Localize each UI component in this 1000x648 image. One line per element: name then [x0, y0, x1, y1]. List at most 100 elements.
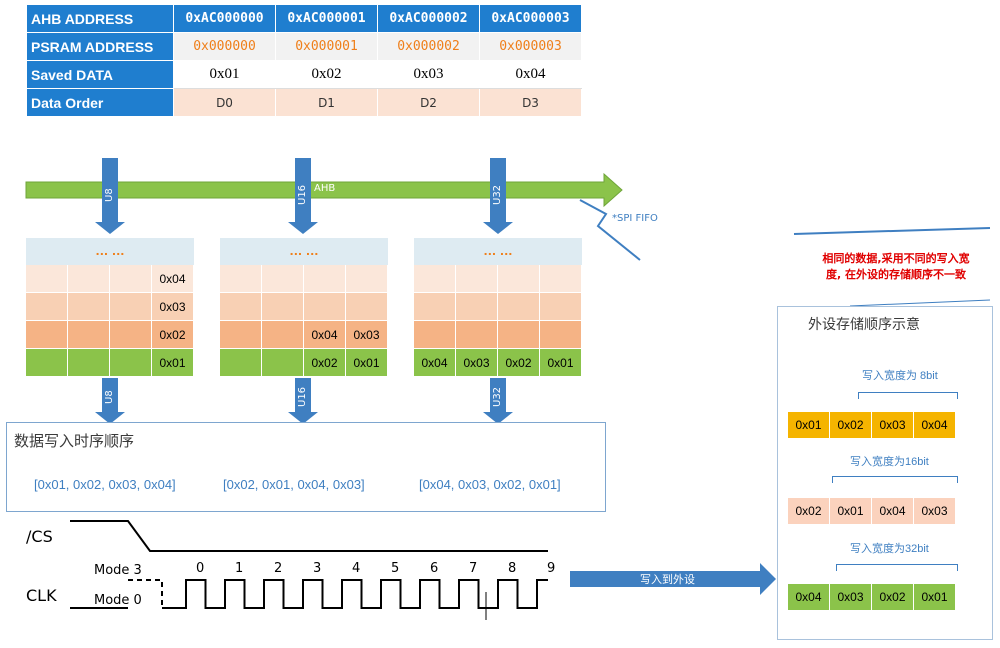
- storage-cell: 0x03: [914, 498, 956, 524]
- table-cell: 0xAC000001: [275, 4, 378, 33]
- cs-label: /CS: [26, 527, 53, 546]
- table-row-order: Data Order D0 D1 D2 D3: [26, 88, 582, 117]
- fifo-cell: [540, 265, 582, 293]
- fifo-cell: [26, 349, 68, 377]
- table-cell: 0x04: [479, 60, 582, 89]
- fifo-cell: [68, 293, 110, 321]
- fifo-cell: [498, 321, 540, 349]
- note-line1: 相同的数据,采用不同的写入宽: [822, 252, 970, 265]
- table-cell: D1: [275, 88, 378, 117]
- note-decoration: [793, 227, 991, 307]
- table-cell: 0x000000: [173, 32, 276, 61]
- bracket: [858, 392, 958, 399]
- fifo-cell: 0x04: [152, 265, 194, 293]
- width-16bit-label: 写入宽度为16bit: [850, 456, 929, 468]
- fifo-row: 0x03: [26, 293, 194, 321]
- storage-cell: 0x03: [830, 584, 872, 610]
- fifo-cell: [414, 265, 456, 293]
- bracket: [836, 564, 958, 571]
- fifo-row: [414, 265, 582, 293]
- fifo-cell: [262, 293, 304, 321]
- table-cell: D0: [173, 88, 276, 117]
- fifo-cell: [110, 349, 152, 377]
- fifo-cell: [262, 321, 304, 349]
- clock-tick-label: 7: [469, 561, 478, 576]
- fifo-cell: [414, 293, 456, 321]
- u8-label: U8: [104, 188, 115, 202]
- u32-label: U32: [492, 386, 503, 408]
- ahb-label: AHB: [314, 183, 336, 194]
- fifo-cell: [346, 293, 388, 321]
- fifo-cell: [26, 293, 68, 321]
- storage-cell: 0x02: [830, 412, 872, 438]
- fifo-row: [220, 293, 388, 321]
- clock-tick-label: 1: [235, 561, 244, 576]
- row-label: AHB ADDRESS: [26, 4, 174, 33]
- row-label: Data Order: [26, 88, 174, 117]
- table-cell: 0x000001: [275, 32, 378, 61]
- row-label: PSRAM ADDRESS: [26, 32, 174, 61]
- clock-tick-label: 2: [274, 561, 283, 576]
- fifo-cell: [220, 349, 262, 377]
- fifo-cell: 0x02: [304, 349, 346, 377]
- fifo-ellipsis: ... ...: [220, 238, 388, 265]
- fifo-cell: [262, 265, 304, 293]
- u32-label: U32: [492, 184, 503, 206]
- storage-cell: 0x01: [914, 584, 956, 610]
- table-cell: 0xAC000000: [173, 4, 276, 33]
- table-cell: 0x01: [173, 60, 276, 89]
- fifo-cell: [540, 293, 582, 321]
- fifo-cell: [456, 293, 498, 321]
- fifo-cell: [498, 293, 540, 321]
- storage-cell: 0x02: [788, 498, 830, 524]
- mode3-label: Mode 3: [94, 563, 142, 578]
- fifo-cell: [220, 293, 262, 321]
- table-row-psram: PSRAM ADDRESS 0x000000 0x000001 0x000002…: [26, 32, 582, 61]
- clock-tick-label: 4: [352, 561, 361, 576]
- fifo-cell: 0x04: [414, 349, 456, 377]
- fifo-cell: [110, 265, 152, 293]
- fifo-ellipsis: ... ...: [26, 238, 194, 265]
- table-row-saved: Saved DATA 0x01 0x02 0x03 0x04: [26, 60, 582, 89]
- storage-cell: 0x01: [788, 412, 830, 438]
- storage-cell: 0x01: [830, 498, 872, 524]
- fifo-cell: [220, 321, 262, 349]
- storage-cell: 0x02: [872, 584, 914, 610]
- clock-tick-label: 9: [547, 561, 556, 576]
- fifo-cell: 0x02: [152, 321, 194, 349]
- table-cell: 0x02: [275, 60, 378, 89]
- cs-waveform: [70, 520, 548, 552]
- storage-cell: 0x03: [872, 412, 914, 438]
- storage-row-32bit: 0x04 0x03 0x02 0x01: [788, 584, 956, 610]
- seq-u32: [0x04, 0x03, 0x02, 0x01]: [419, 477, 561, 492]
- table-cell: 0xAC000002: [377, 4, 480, 33]
- fifo-cell: 0x03: [456, 349, 498, 377]
- spi-fifo-label: *SPI FIFO: [612, 213, 658, 224]
- u16-label: U16: [297, 184, 308, 206]
- fifo-row: [414, 321, 582, 349]
- fifo-cell: [304, 265, 346, 293]
- seq-u16: [0x02, 0x01, 0x04, 0x03]: [223, 477, 365, 492]
- fifo-cell: 0x02: [498, 349, 540, 377]
- address-table: AHB ADDRESS 0xAC000000 0xAC000001 0xAC00…: [26, 4, 582, 117]
- fifo-cell: 0x03: [152, 293, 194, 321]
- note-text: 相同的数据,采用不同的写入宽 度, 在外设的存储顺序不一致: [796, 251, 996, 283]
- fifo-cell: [540, 321, 582, 349]
- storage-cell: 0x04: [788, 584, 830, 610]
- storage-cell: 0x04: [872, 498, 914, 524]
- bracket: [832, 476, 958, 483]
- panel-title: 外设存储顺序示意: [808, 317, 920, 333]
- fifo-row: [414, 293, 582, 321]
- table-cell: D3: [479, 88, 582, 117]
- clock-tick-label: 8: [508, 561, 517, 576]
- fifo-ellipsis: ... ...: [414, 238, 582, 265]
- fifo-cell: [346, 265, 388, 293]
- fifo-cell: [414, 321, 456, 349]
- mode3-dashed: [128, 579, 163, 608]
- row-label: Saved DATA: [26, 60, 174, 89]
- write-arrow-label: 写入到外设: [640, 573, 695, 586]
- peripheral-storage-panel: [777, 306, 993, 640]
